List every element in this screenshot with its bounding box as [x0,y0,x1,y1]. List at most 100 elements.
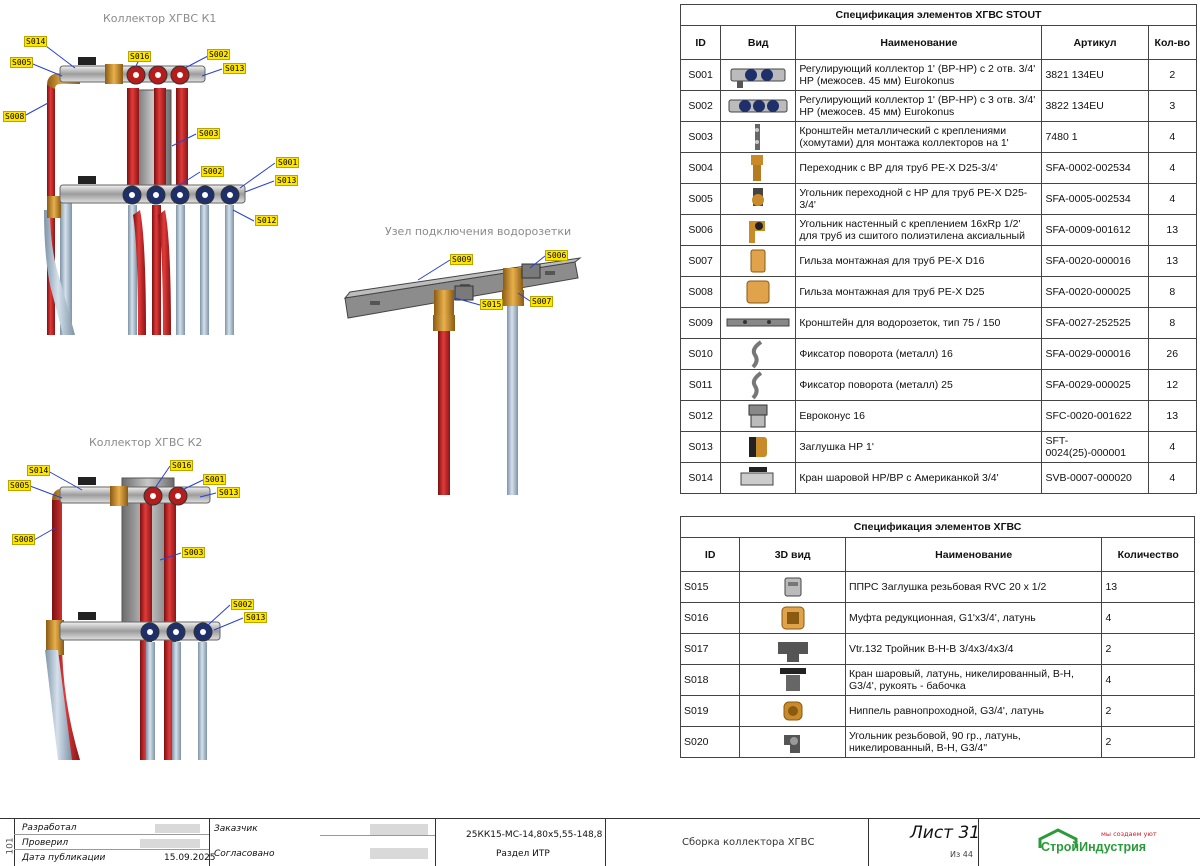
socket-bracket-icon [726,318,790,327]
project-code: 25КК15-МС-14,80х5,55-148,8 [466,830,603,840]
socket-node [343,257,582,495]
callout-k1-s008: S008 [3,111,27,122]
row-qty: 13 [1101,571,1195,603]
customer-label: Заказчик [214,824,258,834]
hgvs-table-caption: Спецификация элементов ХГВС [680,516,1195,538]
row-article: SVB-0007-000020 [1041,462,1149,494]
redacted-approver [370,848,428,859]
row-id: S012 [679,400,722,432]
row-name: Регулирующий коллектор 1' (ВР-НР) с 2 от… [795,59,1043,91]
row-qty: 4 [1101,602,1195,634]
callout-k2-s003: S003 [182,547,206,558]
col-name: Наименование [795,25,1043,60]
row-qty: 8 [1147,276,1198,308]
collector-k1 [44,57,246,335]
callout-socket-s015: S015 [480,299,504,310]
row-id: S007 [679,245,722,277]
plug-icon [749,437,768,457]
row-id: S008 [679,276,722,308]
sleeve-large-icon [746,280,770,304]
row-qty: 13 [1147,214,1198,246]
collector-drawings [23,42,582,760]
row-qty: 2 [1101,695,1195,727]
callout-k2-s013b: S013 [244,612,268,623]
row-article: 7480 1 [1041,121,1149,153]
house-icon [1038,828,1078,848]
callout-socket-s007: S007 [530,296,554,307]
redacted-name-1 [155,824,200,833]
row-name: Муфта редукционная, G1'x3/4', латунь [844,602,1103,634]
row-id: S019 [679,695,741,727]
row-3d-icon [739,633,846,665]
col-qty: Кол-во [1147,25,1198,60]
bracket-icon [755,124,761,150]
row-article: SFA-0005-002534 [1041,183,1149,215]
row-id: S004 [679,152,722,184]
row-name: Заглушка НР 1' [795,431,1043,463]
logo-text: СтройИндустрия [1041,840,1147,854]
callout-socket-s009: S009 [450,254,474,265]
row-id: S013 [679,431,722,463]
k1-title: Коллектор ХГВС К1 [103,12,217,25]
callout-k2-s013: S013 [217,487,241,498]
row-name: Угольник переходной с НР для труб PE-X D… [795,183,1043,215]
developed-label: Разработал [22,823,77,833]
col-qty: Количество [1101,537,1195,572]
row-qty: 4 [1147,152,1198,184]
row-id: S014 [679,462,722,494]
row-icon [720,152,797,184]
row-id: S010 [679,338,722,370]
checked-label: Проверил [22,838,69,848]
callout-k1-s013b: S013 [275,175,299,186]
pub-date-label: Дата публикации [22,853,106,863]
elbow-90-icon [783,735,800,753]
sheet-total: Из 44 [950,850,973,859]
row-3d-icon [739,664,846,696]
row-qty: 4 [1147,121,1198,153]
reducing-coupling-icon [781,606,805,630]
row-id: S020 [679,726,741,758]
stout-table-caption: Спецификация элементов ХГВС STOUT [680,4,1197,26]
leader-lines [23,42,546,631]
row-qty: 2 [1101,726,1195,758]
callout-k1-s012: S012 [255,215,279,226]
row-qty: 4 [1147,183,1198,215]
redacted-customer [370,824,428,835]
col-name: Наименование [844,537,1103,572]
row-id: S006 [679,214,722,246]
row-name: Кронштейн для водорозеток, тип 75 / 150 [795,307,1043,339]
row-article: SFA-0029-000025 [1041,369,1149,401]
row-icon [720,121,797,153]
row-id: S001 [679,59,722,91]
row-qty: 4 [1101,664,1195,696]
row-name: ППРС Заглушка резьбовая RVC 20 x 1/2 [844,571,1103,603]
redacted-name-2 [140,839,200,848]
approved-label: Согласовано [214,849,275,859]
bend-fixer-icon [751,371,763,400]
row-article: 3822 134EU [1041,90,1149,122]
collector-k2 [45,477,221,760]
row-article: 3821 134EU [1041,59,1149,91]
row-qty: 4 [1147,431,1198,463]
callout-socket-s006: S006 [545,250,569,261]
callout-k1-s014: S014 [24,36,48,47]
sheet-name: Сборка коллектора ХГВС [682,837,815,848]
ball-valve-icon [740,467,774,486]
row-article: SFA-0027-252525 [1041,307,1149,339]
row-icon [720,245,797,277]
table-row: S016 Муфта редукционная, G1'x3/4', латунь… [679,602,1195,634]
row-name: Регулирующий коллектор 1' (ВР-НР) с 3 от… [795,90,1043,122]
company-logo: мы создаем уют СтройИндустрия [1035,826,1165,862]
logo-slogan: мы создаем уют [1101,830,1157,838]
row-id: S016 [679,602,741,634]
row-qty: 13 [1147,245,1198,277]
